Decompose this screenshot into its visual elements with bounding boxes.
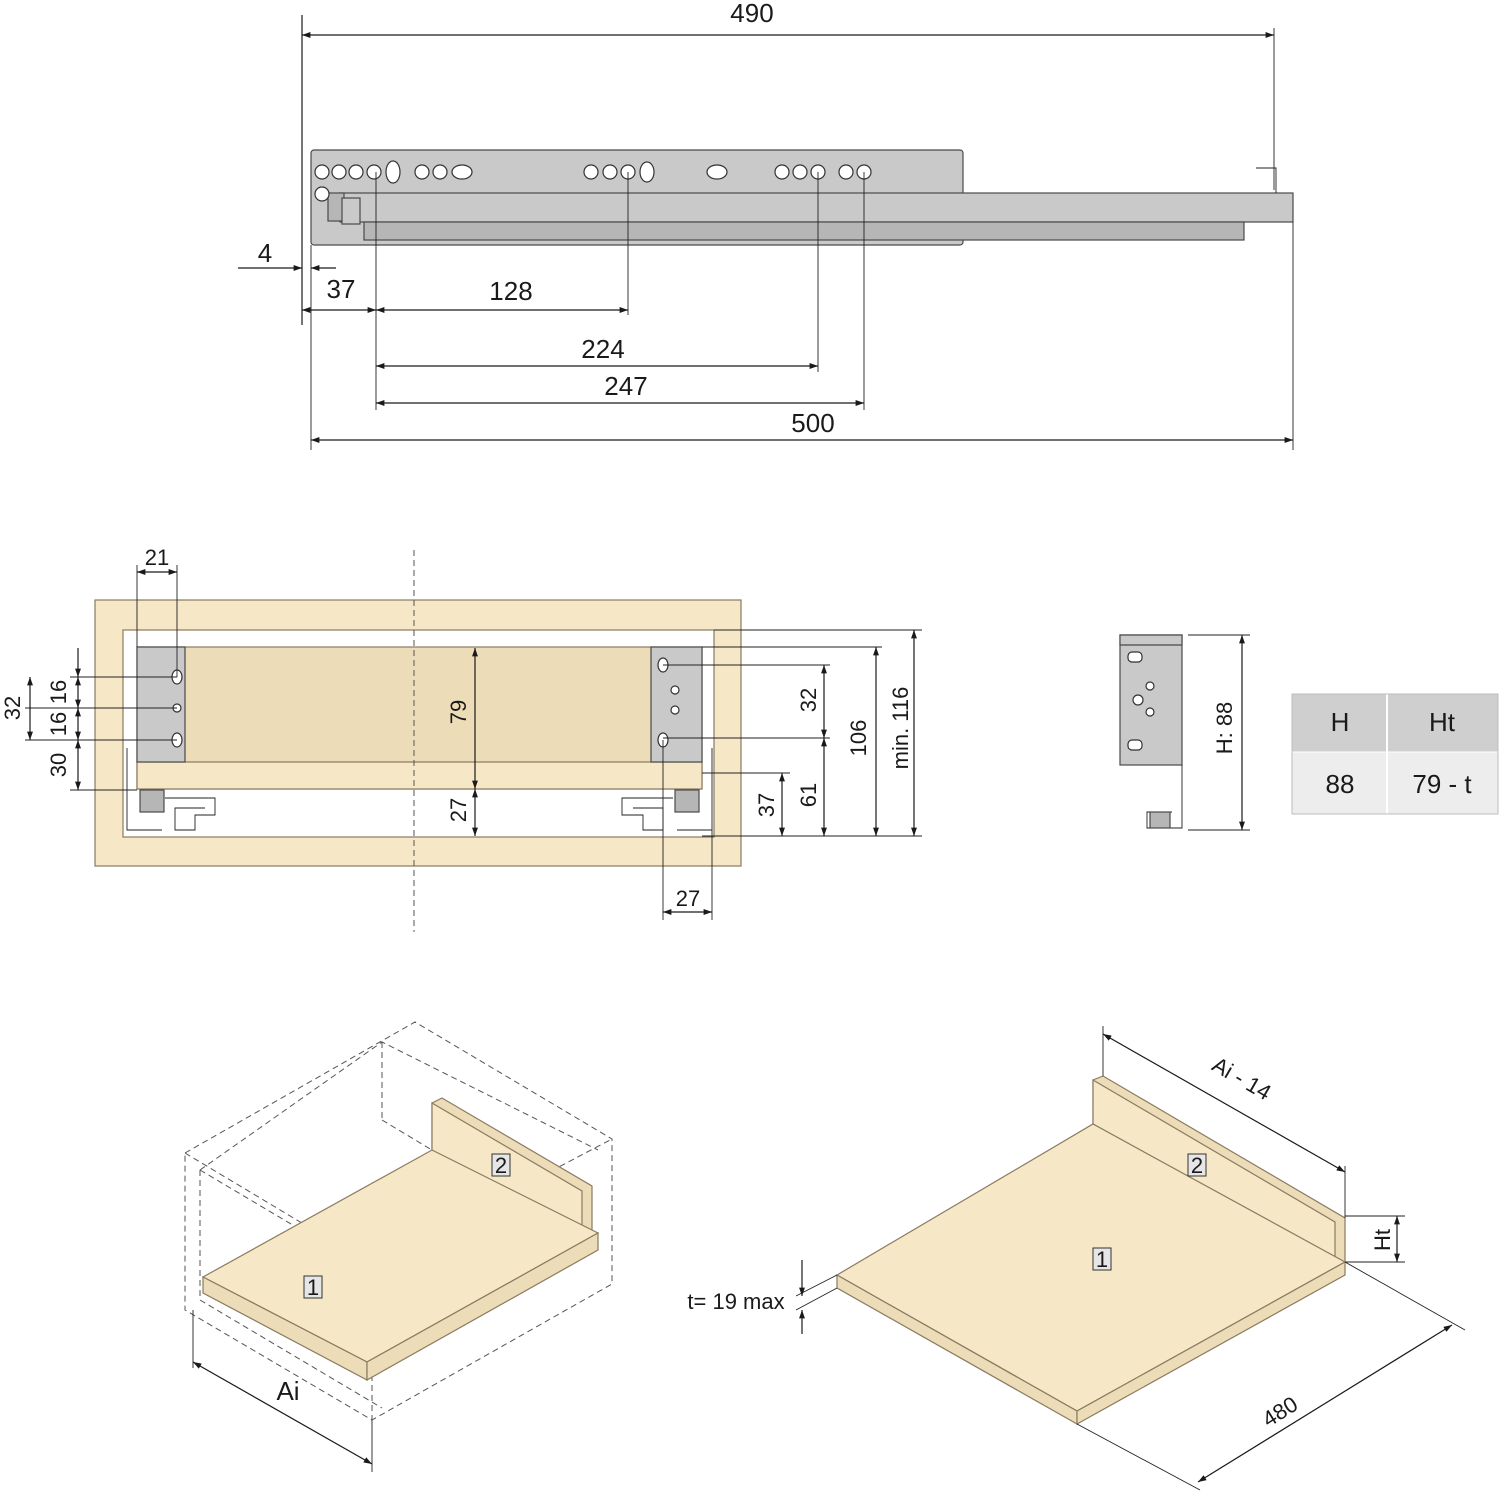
- dim-30: 30: [46, 753, 71, 777]
- dim-16-a: 16: [46, 680, 71, 704]
- runner-holes: [314, 160, 872, 202]
- dim-t-19-max: t= 19 max: [687, 1289, 784, 1314]
- dim-21: 21: [145, 545, 169, 570]
- dim-min-116: min. 116: [888, 687, 913, 770]
- dimension-table: H Ht 88 79 - t: [1291, 693, 1499, 815]
- cabinet-cross-section: 21 32 16 16 30 79 27 32 37 61 10: [0, 545, 922, 932]
- tag-1-left: 1: [307, 1275, 319, 1300]
- tag-1-right: 1: [1096, 1247, 1108, 1272]
- dim-32-right: 32: [796, 688, 821, 712]
- dim-79: 79: [446, 700, 471, 724]
- drawer-runner: [310, 149, 1294, 246]
- bracket-detail: H: 88: [1119, 634, 1250, 831]
- dim-37-top: 37: [327, 274, 356, 304]
- dim-ht: Ht: [1370, 1229, 1395, 1251]
- dim-4: 4: [258, 238, 272, 268]
- dim-61: 61: [796, 783, 821, 807]
- table-header-ht: Ht: [1429, 707, 1456, 737]
- dim-500: 500: [791, 408, 834, 438]
- tag-2-left: 2: [495, 1153, 507, 1178]
- dim-ai: Ai: [276, 1376, 299, 1406]
- dim-490: 490: [730, 0, 773, 28]
- table-cell-ht: 79 - t: [1412, 769, 1472, 799]
- table-header-h: H: [1331, 707, 1350, 737]
- dim-247: 247: [604, 371, 647, 401]
- dim-480: 480: [1258, 1391, 1302, 1432]
- iso-cabinet-left: 1 2 Ai: [184, 1021, 613, 1472]
- dim-27-center: 27: [446, 798, 471, 822]
- dim-16-b: 16: [46, 712, 71, 736]
- dim-ai-14: Ai - 14: [1208, 1052, 1276, 1105]
- table-cell-h: 88: [1326, 769, 1355, 799]
- dim-32-left: 32: [0, 696, 25, 720]
- dim-224: 224: [581, 334, 624, 364]
- dim-37-section: 37: [754, 793, 779, 817]
- dim-128: 128: [489, 276, 532, 306]
- runner-side-view: 490: [238, 0, 1294, 450]
- iso-drawer-right: 1 2 Ai - 14 Ht t= 19 max 480: [687, 1026, 1466, 1491]
- tag-2-right: 2: [1191, 1153, 1203, 1178]
- dim-106: 106: [846, 720, 871, 757]
- bracket-height-label: H: 88: [1212, 702, 1237, 755]
- dim-27-bottom: 27: [676, 886, 700, 911]
- right-bracket: [621, 646, 713, 831]
